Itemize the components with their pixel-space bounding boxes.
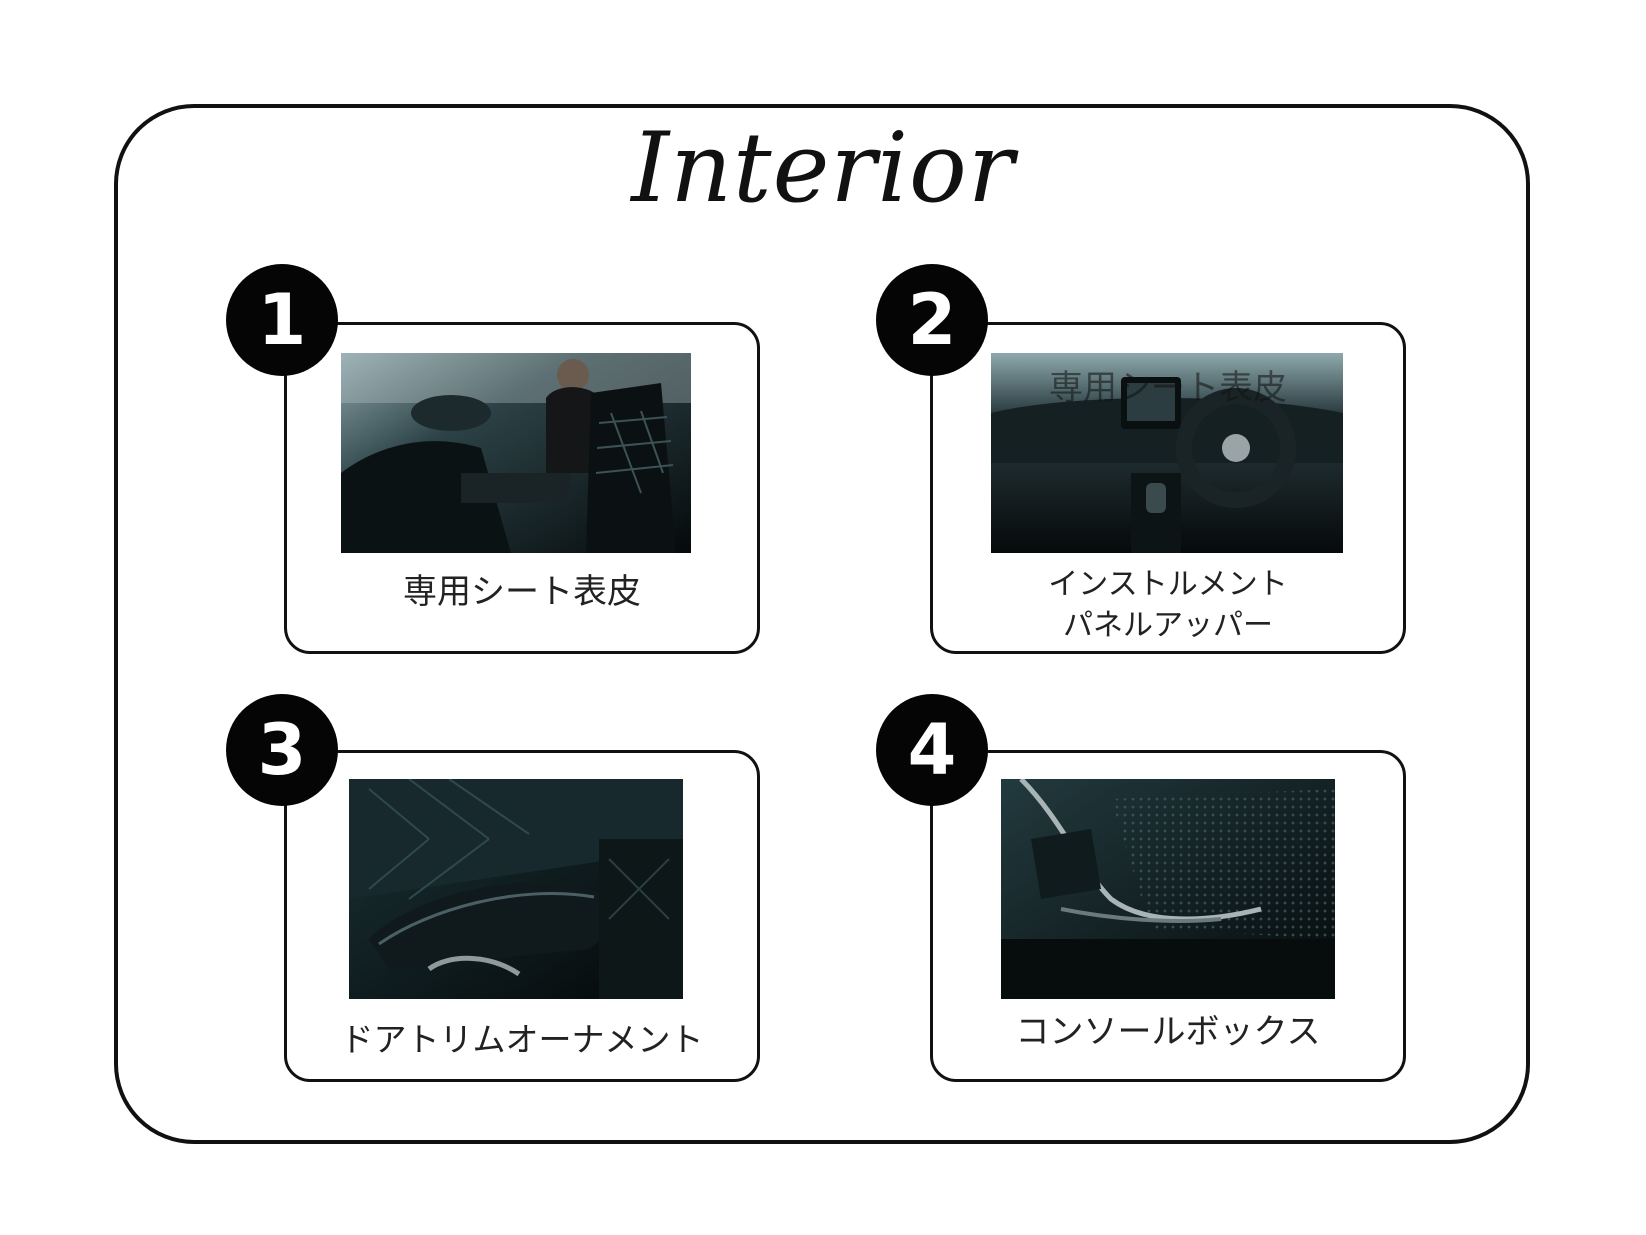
console-box-photo xyxy=(1001,779,1335,999)
item-card-2: 専用シート表皮 インストルメント パネルアッパー xyxy=(930,322,1406,654)
page-title: Interior xyxy=(631,112,1015,224)
item-label: コンソールボックス xyxy=(1015,1012,1321,1052)
door-trim-photo xyxy=(349,779,683,999)
item-card-3: ドアトリムオーナメント xyxy=(284,750,760,1082)
seat-photo xyxy=(341,353,691,553)
item-label: インストルメント パネルアッパー xyxy=(1048,567,1288,643)
item-card-1: 専用シート表皮 xyxy=(284,322,760,654)
item-label: ドアトリムオーナメント xyxy=(340,1020,704,1059)
number-badge-2: 2 xyxy=(876,264,988,376)
number-badge-3: 3 xyxy=(226,694,338,806)
item-card-4: コンソールボックス xyxy=(930,750,1406,1082)
overlay-text: 専用シート表皮 xyxy=(1049,368,1287,408)
number-badge-1: 1 xyxy=(226,264,338,376)
outer-frame xyxy=(114,104,1530,1144)
number-badge-4: 4 xyxy=(876,694,988,806)
item-label: 専用シート表皮 xyxy=(403,572,641,612)
dashboard-photo xyxy=(991,353,1343,553)
